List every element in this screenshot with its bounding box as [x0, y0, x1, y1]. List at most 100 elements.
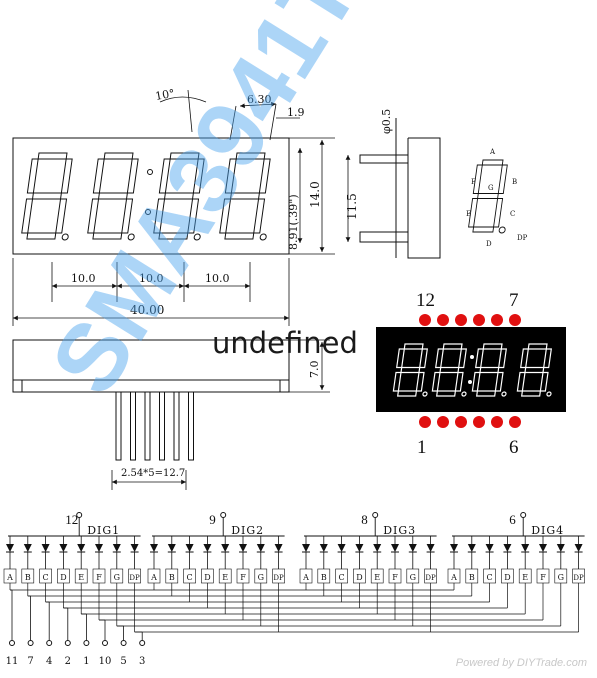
- pin-number-4: 1: [83, 656, 89, 667]
- pin-terminal-7: [139, 640, 146, 646]
- segment-3: [26, 232, 57, 240]
- seg-label-0-3: D: [60, 573, 66, 582]
- pin-number-6: 5: [120, 656, 126, 667]
- pin-number-1: 7: [27, 656, 33, 667]
- seg-label-3-2: C: [487, 573, 493, 582]
- seg-label-a: A: [489, 148, 496, 156]
- pitch-3-label: 10.0: [205, 272, 230, 285]
- segment-3: [436, 390, 457, 397]
- pin-number-7: 3: [139, 656, 145, 667]
- front-view: [12, 137, 290, 255]
- diode-0-5: [95, 544, 103, 552]
- seg-label-d: D: [486, 240, 492, 248]
- segment-6: [479, 366, 500, 374]
- segment-6: [97, 192, 128, 200]
- segment-0: [482, 343, 503, 350]
- bottom-view: [12, 339, 330, 490]
- decimal-point: [193, 233, 201, 241]
- seg-label-2-2: C: [339, 573, 345, 582]
- vertical-dimensions: [289, 137, 335, 255]
- pin-dot-top-5: [509, 314, 521, 326]
- colon-bottom: [468, 380, 472, 384]
- digit-2: [153, 152, 205, 241]
- diode-3-3: [503, 544, 512, 552]
- dig-name-label-3: DIG4: [531, 524, 564, 537]
- pin-dot-bottom-5: [509, 416, 521, 428]
- seg-label-3-4: E: [522, 573, 528, 582]
- segment-2: [415, 371, 425, 392]
- diode-0-3: [59, 544, 68, 552]
- decimal-point: [127, 233, 135, 241]
- segment-3: [92, 232, 123, 240]
- seg-label-3-5: F: [540, 573, 546, 582]
- diode-3-0: [450, 544, 458, 552]
- segment-6: [31, 192, 62, 200]
- decimal-point: [461, 391, 467, 397]
- seg-label-e: E: [466, 210, 471, 218]
- segment-4: [471, 371, 481, 392]
- seg-label-3-6: G: [558, 573, 564, 582]
- segment-1: [60, 158, 73, 194]
- dig-name-label-0: DIG1: [87, 524, 120, 537]
- seg-label-3-3: D: [504, 573, 510, 582]
- segment-3: [397, 390, 418, 397]
- diode-0-7: [130, 544, 139, 552]
- segment-0: [481, 159, 504, 166]
- segment-2: [454, 371, 464, 392]
- seg-label-g: G: [488, 184, 494, 192]
- segment-2: [55, 198, 68, 234]
- segment-1: [458, 348, 467, 369]
- dig-terminal-0: [76, 512, 83, 518]
- pin-terminal-5: [102, 640, 108, 646]
- seg-label-2-5: F: [392, 573, 398, 582]
- pin-terminal-3: [64, 640, 71, 646]
- pin-label-12: 12: [416, 290, 435, 311]
- seg-label-2-1: B: [321, 573, 327, 582]
- segment-1: [543, 348, 552, 369]
- side-profile-view: [345, 118, 441, 259]
- dig-pin-label-1: 9: [209, 512, 216, 527]
- seg-label-1-3: D: [204, 573, 210, 582]
- dig-pin-label-3: 6: [509, 512, 516, 527]
- colon-top: [147, 169, 153, 175]
- diode-2-3: [355, 544, 364, 552]
- segment-4: [468, 198, 479, 228]
- diode-2-7: [426, 544, 435, 552]
- diode-1-6: [256, 544, 265, 552]
- segment-0: [235, 152, 266, 160]
- segment-1: [498, 348, 507, 369]
- seg-label-1-5: F: [240, 573, 246, 582]
- diode-0-1: [23, 544, 32, 552]
- segment-1: [419, 348, 428, 369]
- pin-dot-top-1: [437, 314, 449, 326]
- seg-label-3-7: DP: [573, 574, 584, 582]
- segment-6: [163, 192, 194, 200]
- pin-label-7: 7: [509, 290, 519, 311]
- pin-dot-top-2: [455, 314, 467, 326]
- segment-2: [187, 198, 200, 234]
- digit-legend: [468, 159, 508, 234]
- pin-dot-bottom-3: [473, 416, 485, 428]
- decimal-point: [546, 391, 552, 397]
- digit-3: [219, 152, 271, 241]
- total-width-label: 40.00: [130, 303, 164, 317]
- pin-label-6: 6: [509, 437, 519, 458]
- segment-0: [103, 152, 134, 160]
- diode-3-2: [485, 544, 494, 552]
- segment-6: [524, 366, 545, 374]
- digit-height-label: 8.91(.39"): [287, 194, 300, 250]
- pin-terminal-2: [46, 640, 53, 646]
- seg-thick-label: 1.9: [287, 106, 305, 119]
- diode-0-4: [77, 544, 86, 552]
- seg-label-1-0: A: [150, 573, 157, 582]
- seg-width-label: 6.30: [247, 93, 272, 106]
- segment-4: [516, 371, 526, 392]
- colon-top: [470, 355, 474, 359]
- seg-label-b: B: [512, 178, 517, 186]
- segment-6: [477, 193, 499, 199]
- seg-label-0-4: E: [78, 573, 84, 582]
- decimal-point: [501, 391, 507, 397]
- pin-view: [376, 314, 566, 428]
- dig-terminal-3: [520, 512, 527, 518]
- dig-terminal-1: [220, 512, 227, 518]
